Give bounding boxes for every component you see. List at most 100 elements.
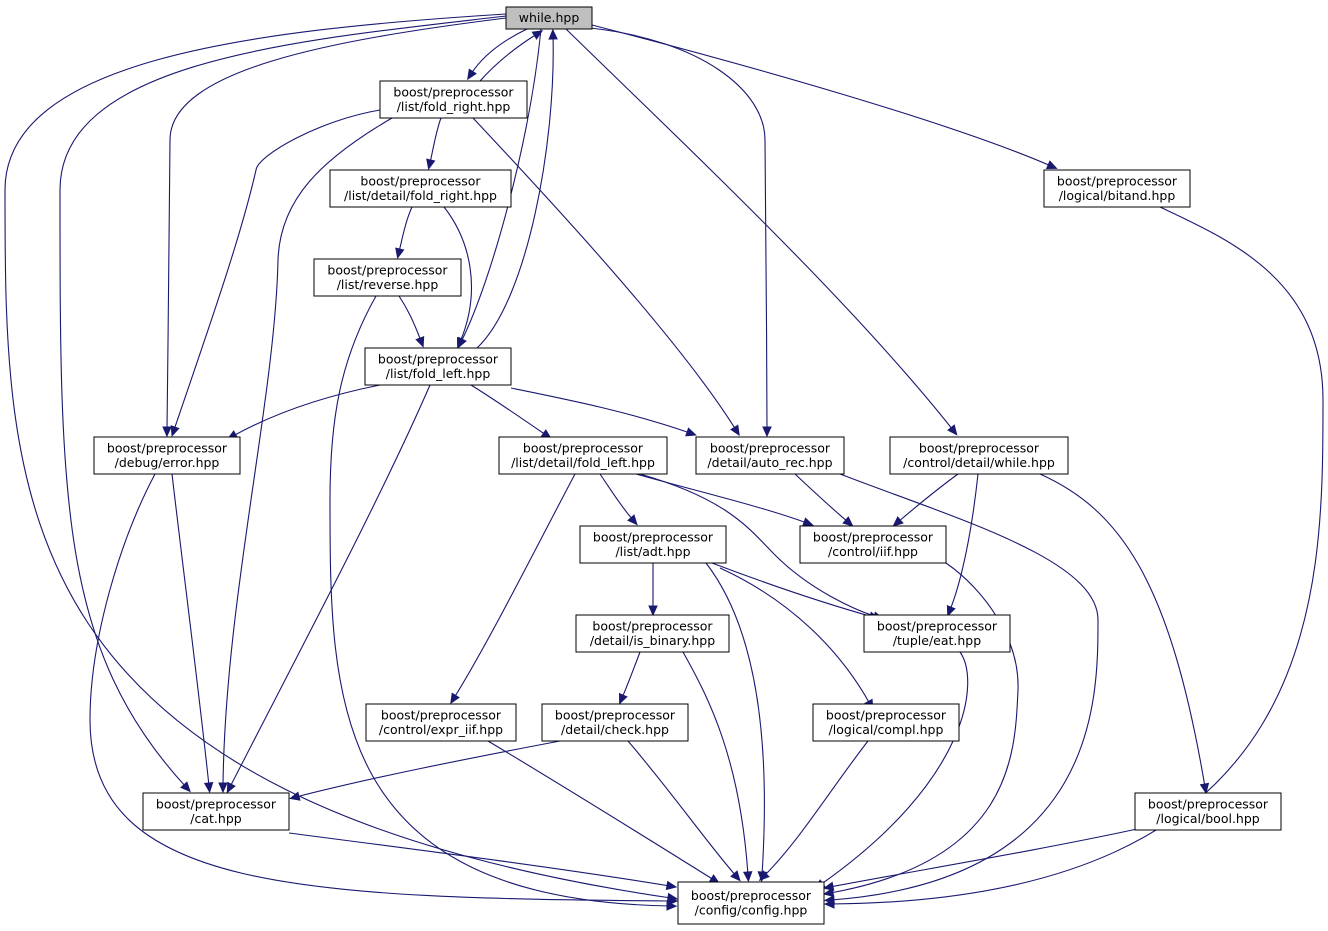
node-adt[interactable]: boost/preprocessor/list/adt.hpp bbox=[579, 525, 727, 564]
node-expr-iif[interactable]: boost/preprocessor/control/expr_iif.hpp bbox=[365, 703, 517, 742]
edge-line bbox=[510, 387, 691, 434]
arrowhead-icon bbox=[665, 880, 678, 891]
node-while[interactable]: while.hpp bbox=[505, 6, 593, 30]
arrowhead-icon bbox=[842, 516, 854, 527]
node-label-line: /list/adt.hpp bbox=[615, 544, 690, 559]
node-box[interactable] bbox=[365, 703, 517, 742]
edge-error-to-config bbox=[89, 473, 679, 906]
node-box[interactable] bbox=[695, 436, 845, 475]
node-box[interactable] bbox=[863, 614, 1011, 653]
node-box[interactable] bbox=[379, 80, 528, 119]
arrowhead-icon bbox=[618, 692, 628, 705]
edge-line bbox=[222, 117, 393, 787]
node-bool[interactable]: boost/preprocessor/logical/bool.hpp bbox=[1134, 792, 1282, 831]
arrowhead-icon bbox=[288, 791, 301, 801]
node-label-line: boost/preprocessor bbox=[826, 707, 947, 722]
edge-line bbox=[829, 828, 1138, 888]
node-is-binary[interactable]: boost/preprocessor/detail/is_binary.hpp bbox=[575, 614, 730, 653]
edge-line bbox=[897, 473, 959, 523]
node-label-line: /detail/auto_rec.hpp bbox=[707, 455, 832, 470]
edge-line bbox=[4, 13, 672, 899]
edge-auto_rec-to-config bbox=[823, 473, 1099, 905]
arrowhead-icon bbox=[467, 68, 477, 81]
node-label-line: /logical/bitand.hpp bbox=[1059, 188, 1176, 203]
arrowhead-icon bbox=[730, 870, 741, 882]
node-box[interactable] bbox=[1134, 792, 1282, 831]
edge-check-to-cat bbox=[288, 740, 561, 801]
node-label-line: /list/fold_left.hpp bbox=[386, 366, 491, 381]
node-cat[interactable]: boost/preprocessor/cat.hpp bbox=[142, 792, 290, 831]
node-box[interactable] bbox=[1043, 169, 1191, 208]
edge-iif-to-config bbox=[822, 562, 1019, 898]
node-box[interactable] bbox=[677, 881, 825, 925]
node-box[interactable] bbox=[541, 703, 689, 742]
arrowhead-icon bbox=[946, 604, 956, 617]
node-box[interactable] bbox=[364, 347, 512, 386]
edge-line bbox=[229, 384, 431, 788]
edge-while-to-cat bbox=[59, 15, 507, 793]
node-check[interactable]: boost/preprocessor/detail/check.hpp bbox=[541, 703, 689, 742]
node-compl[interactable]: boost/preprocessor/logical/compl.hpp bbox=[812, 703, 960, 742]
edge-line bbox=[173, 109, 381, 431]
node-config[interactable]: boost/preprocessor/config/config.hpp bbox=[677, 881, 825, 925]
edge-fold_right-to-error bbox=[170, 109, 381, 437]
node-label-line: /list/reverse.hpp bbox=[337, 277, 439, 292]
edge-line bbox=[487, 740, 715, 881]
edge-compl-to-config bbox=[758, 740, 869, 882]
edge-line bbox=[639, 473, 878, 618]
edge-line bbox=[682, 651, 749, 876]
edge-fold_right-to-cat bbox=[218, 117, 393, 794]
edge-line bbox=[329, 295, 671, 907]
edge-detail_fold_left-to-adt bbox=[599, 473, 638, 526]
node-label-line: /detail/check.hpp bbox=[561, 722, 669, 737]
arrowhead-icon bbox=[822, 881, 835, 892]
node-detail-fold-left[interactable]: boost/preprocessor/list/detail/fold_left… bbox=[498, 436, 668, 475]
edge-line bbox=[565, 28, 954, 431]
node-iif[interactable]: boost/preprocessor/control/iif.hpp bbox=[799, 525, 947, 564]
edge-detail_fold_right-to-fold_left bbox=[443, 206, 472, 349]
node-label-line: /tuple/eat.hpp bbox=[893, 633, 981, 648]
node-box[interactable] bbox=[579, 525, 727, 564]
arrowhead-icon bbox=[627, 514, 638, 526]
node-error[interactable]: boost/preprocessor/debug/error.hpp bbox=[93, 436, 241, 475]
edge-while-to-error bbox=[162, 17, 507, 438]
node-box[interactable] bbox=[575, 614, 730, 653]
edge-is_binary-to-config bbox=[682, 651, 753, 883]
node-box[interactable] bbox=[329, 169, 512, 208]
node-box[interactable] bbox=[799, 525, 947, 564]
node-label-line: /cat.hpp bbox=[190, 811, 241, 826]
node-bitand[interactable]: boost/preprocessor/logical/bitand.hpp bbox=[1043, 169, 1191, 208]
node-fold-left[interactable]: boost/preprocessor/list/fold_left.hpp bbox=[364, 347, 512, 386]
arrowhead-icon bbox=[892, 516, 904, 527]
node-box[interactable] bbox=[313, 258, 462, 297]
edge-line bbox=[429, 117, 442, 164]
node-label-line: boost/preprocessor bbox=[381, 707, 502, 722]
edge-is_binary-to-check bbox=[618, 651, 641, 705]
node-eat[interactable]: boost/preprocessor/tuple/eat.hpp bbox=[863, 614, 1011, 653]
edge-expr_iif-to-config bbox=[487, 740, 721, 884]
node-box[interactable] bbox=[93, 436, 241, 475]
edge-control_detail_while-to-bool bbox=[1039, 473, 1210, 795]
edge-error-to-cat bbox=[171, 473, 214, 794]
node-box[interactable] bbox=[812, 703, 960, 742]
edge-line bbox=[1039, 473, 1206, 788]
node-detail-fold-right[interactable]: boost/preprocessor/list/detail/fold_righ… bbox=[329, 169, 512, 208]
edge-line bbox=[949, 473, 979, 611]
node-box[interactable] bbox=[889, 436, 1069, 475]
node-control-detail-while[interactable]: boost/preprocessor/control/detail/while.… bbox=[889, 436, 1069, 475]
edge-line bbox=[453, 473, 576, 699]
node-box[interactable] bbox=[142, 792, 290, 831]
edge-line bbox=[794, 473, 849, 523]
node-label-line: while.hpp bbox=[519, 10, 580, 25]
node-fold-right[interactable]: boost/preprocessor/list/fold_right.hpp bbox=[379, 80, 528, 119]
node-label-line: /debug/error.hpp bbox=[115, 455, 220, 470]
arrowhead-icon bbox=[758, 870, 770, 882]
node-box[interactable] bbox=[505, 6, 593, 30]
node-label-line: boost/preprocessor bbox=[919, 440, 1040, 455]
edge-line bbox=[470, 384, 547, 436]
node-label-line: boost/preprocessor bbox=[592, 618, 713, 633]
node-box[interactable] bbox=[498, 436, 668, 475]
node-reverse[interactable]: boost/preprocessor/list/reverse.hpp bbox=[313, 258, 462, 297]
node-auto-rec[interactable]: boost/preprocessor/detail/auto_rec.hpp bbox=[695, 436, 845, 475]
